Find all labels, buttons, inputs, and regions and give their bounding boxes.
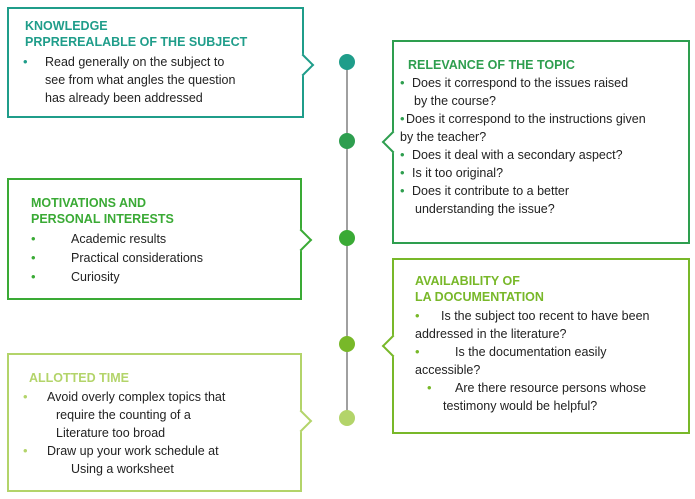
motivations-item: • Academic results: [31, 230, 291, 248]
relevance-item: • Does it deal with a secondary aspect?: [400, 146, 688, 164]
timeline-dot-motivations: [339, 230, 355, 246]
knowledge-item-line: Read generally on the subject to: [45, 55, 225, 69]
knowledge-item-line: see from what angles the question: [45, 73, 236, 87]
bullet-icon: •: [415, 308, 420, 323]
motivations-item: • Curiosity: [31, 268, 291, 286]
bullet-icon: •: [23, 443, 28, 458]
bullet-icon: •: [400, 75, 405, 90]
bullet-icon: •: [400, 111, 405, 126]
knowledge-title-line2: PRPREREALABLE OF THE SUBJECT: [25, 35, 248, 49]
relevance-box: RELEVANCE OF THE TOPIC • Does it corresp…: [381, 40, 690, 244]
availability-item-line1: Is the subject too recent to have been: [441, 309, 650, 323]
bullet-icon: •: [23, 389, 28, 404]
availability-item-line1: Are there resource persons whose: [455, 381, 647, 395]
time-item: • Draw up your work schedule at Using a …: [23, 442, 293, 478]
time-pointer: [289, 409, 313, 433]
bullet-icon: •: [23, 54, 28, 69]
time-item: • Avoid overly complex topics that requi…: [23, 388, 293, 442]
timeline-dot-relevance: [339, 133, 355, 149]
availability-box: AVAILABILITY OF LA DOCUMENTATION • Is th…: [381, 258, 690, 434]
motivations-item-label: Academic results: [71, 232, 167, 246]
availability-item-line2: addressed in the literature?: [415, 327, 567, 341]
motivations-item-label: Practical considerations: [71, 251, 204, 265]
motivations-item-label: Curiosity: [71, 270, 120, 284]
availability-item-line2: testimony would be helpful?: [443, 399, 598, 413]
knowledge-item-line: has already been addressed: [45, 91, 203, 105]
availability-item-line1: Is the documentation easily: [455, 345, 607, 359]
availability-title-line2: LA DOCUMENTATION: [415, 290, 544, 304]
bullet-icon: •: [31, 269, 36, 284]
bullet-icon: •: [31, 231, 36, 246]
knowledge-box: KNOWLEDGE PRPREREALABLE OF THE SUBJECT •…: [7, 7, 315, 118]
relevance-item-line1: Is it too original?: [412, 166, 504, 180]
relevance-item: • Does it correspond to the issues raise…: [400, 74, 688, 110]
timeline-dot-availability: [339, 336, 355, 352]
knowledge-pointer: [291, 53, 315, 77]
knowledge-title-line1: KNOWLEDGE: [25, 19, 108, 33]
availability-item-line2: accessible?: [415, 363, 481, 377]
time-item-line: require the counting of a: [56, 408, 191, 422]
timeline-dot-knowledge: [339, 54, 355, 70]
availability-pointer: [381, 334, 405, 358]
motivations-pointer: [289, 228, 313, 252]
time-box: ALLOTTED TIME • Avoid overly complex top…: [7, 353, 313, 492]
bullet-icon: •: [415, 344, 420, 359]
time-item-line: Literature too broad: [56, 426, 166, 440]
availability-item: • Are there resource persons whose testi…: [415, 379, 687, 415]
relevance-item-line1: Does it correspond to the instructions g…: [406, 112, 646, 126]
time-item-line: Using a worksheet: [71, 462, 174, 476]
bullet-icon: •: [400, 147, 405, 162]
motivations-title-line1: MOTIVATIONS AND: [31, 196, 147, 210]
relevance-item-line2: by the course?: [414, 94, 496, 108]
timeline-dot-time: [339, 410, 355, 426]
availability-title-line1: AVAILABILITY OF: [415, 274, 520, 288]
bullet-icon: •: [400, 183, 405, 198]
availability-item: • Is the documentation easily accessible…: [415, 343, 687, 379]
bullet-icon: •: [31, 250, 36, 265]
time-title: ALLOTTED TIME: [29, 371, 129, 385]
relevance-item: • Does it contribute to a better underst…: [400, 182, 688, 218]
motivations-box: MOTIVATIONS AND PERSONAL INTERESTS • Aca…: [7, 178, 313, 300]
time-item-line: Avoid overly complex topics that: [47, 390, 226, 404]
relevance-item-line2: by the teacher?: [400, 130, 487, 144]
relevance-title: RELEVANCE OF THE TOPIC: [408, 58, 575, 72]
relevance-item-line1: Does it deal with a secondary aspect?: [412, 148, 623, 162]
motivations-item: • Practical considerations: [31, 249, 291, 267]
time-item-line: Draw up your work schedule at: [47, 444, 219, 458]
relevance-item: • Is it too original?: [400, 164, 688, 182]
bullet-icon: •: [427, 380, 432, 395]
relevance-item-line1: Does it correspond to the issues raised: [412, 76, 629, 90]
bullet-icon: •: [400, 165, 405, 180]
knowledge-item: • Read generally on the subject to see f…: [23, 53, 293, 107]
relevance-item-line2: understanding the issue?: [415, 202, 555, 216]
relevance-item-line1: Does it contribute to a better: [412, 184, 570, 198]
relevance-item: • Does it correspond to the instructions…: [400, 110, 688, 146]
availability-item: • Is the subject too recent to have been…: [415, 307, 687, 343]
motivations-title-line2: PERSONAL INTERESTS: [31, 212, 174, 226]
